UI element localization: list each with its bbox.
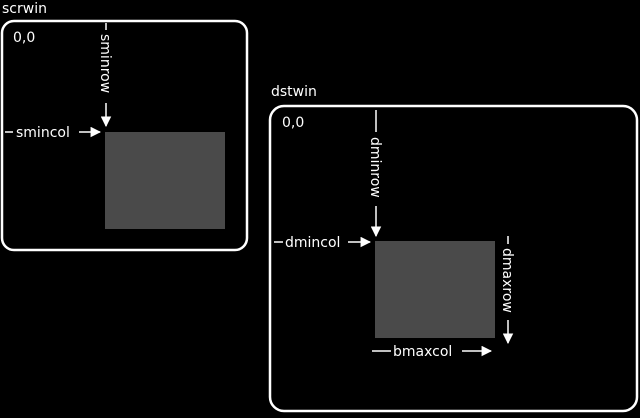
source-window-frame — [0, 19, 249, 252]
source-window-title: scrwin — [2, 1, 47, 17]
source-window: scrwin 0,0 sminrow smincol — [0, 1, 249, 252]
destination-window-title: dstwin — [271, 84, 317, 100]
dmaxrow-label: dmaxrow — [499, 248, 515, 313]
dminrow-label: dminrow — [367, 137, 383, 198]
sminrow-label: sminrow — [97, 34, 113, 93]
source-origin-label: 0,0 — [13, 30, 35, 46]
destination-region — [375, 241, 495, 338]
source-region — [105, 132, 225, 229]
dmincol-label: dmincol — [285, 235, 340, 251]
bmaxcol-label: bmaxcol — [393, 344, 452, 360]
destination-window: dstwin 0,0 dminrow dmincol dmaxrow bmaxc… — [268, 84, 639, 413]
smincol-label: smincol — [16, 125, 70, 141]
destination-origin-label: 0,0 — [282, 115, 304, 131]
destination-window-frame — [268, 104, 639, 413]
